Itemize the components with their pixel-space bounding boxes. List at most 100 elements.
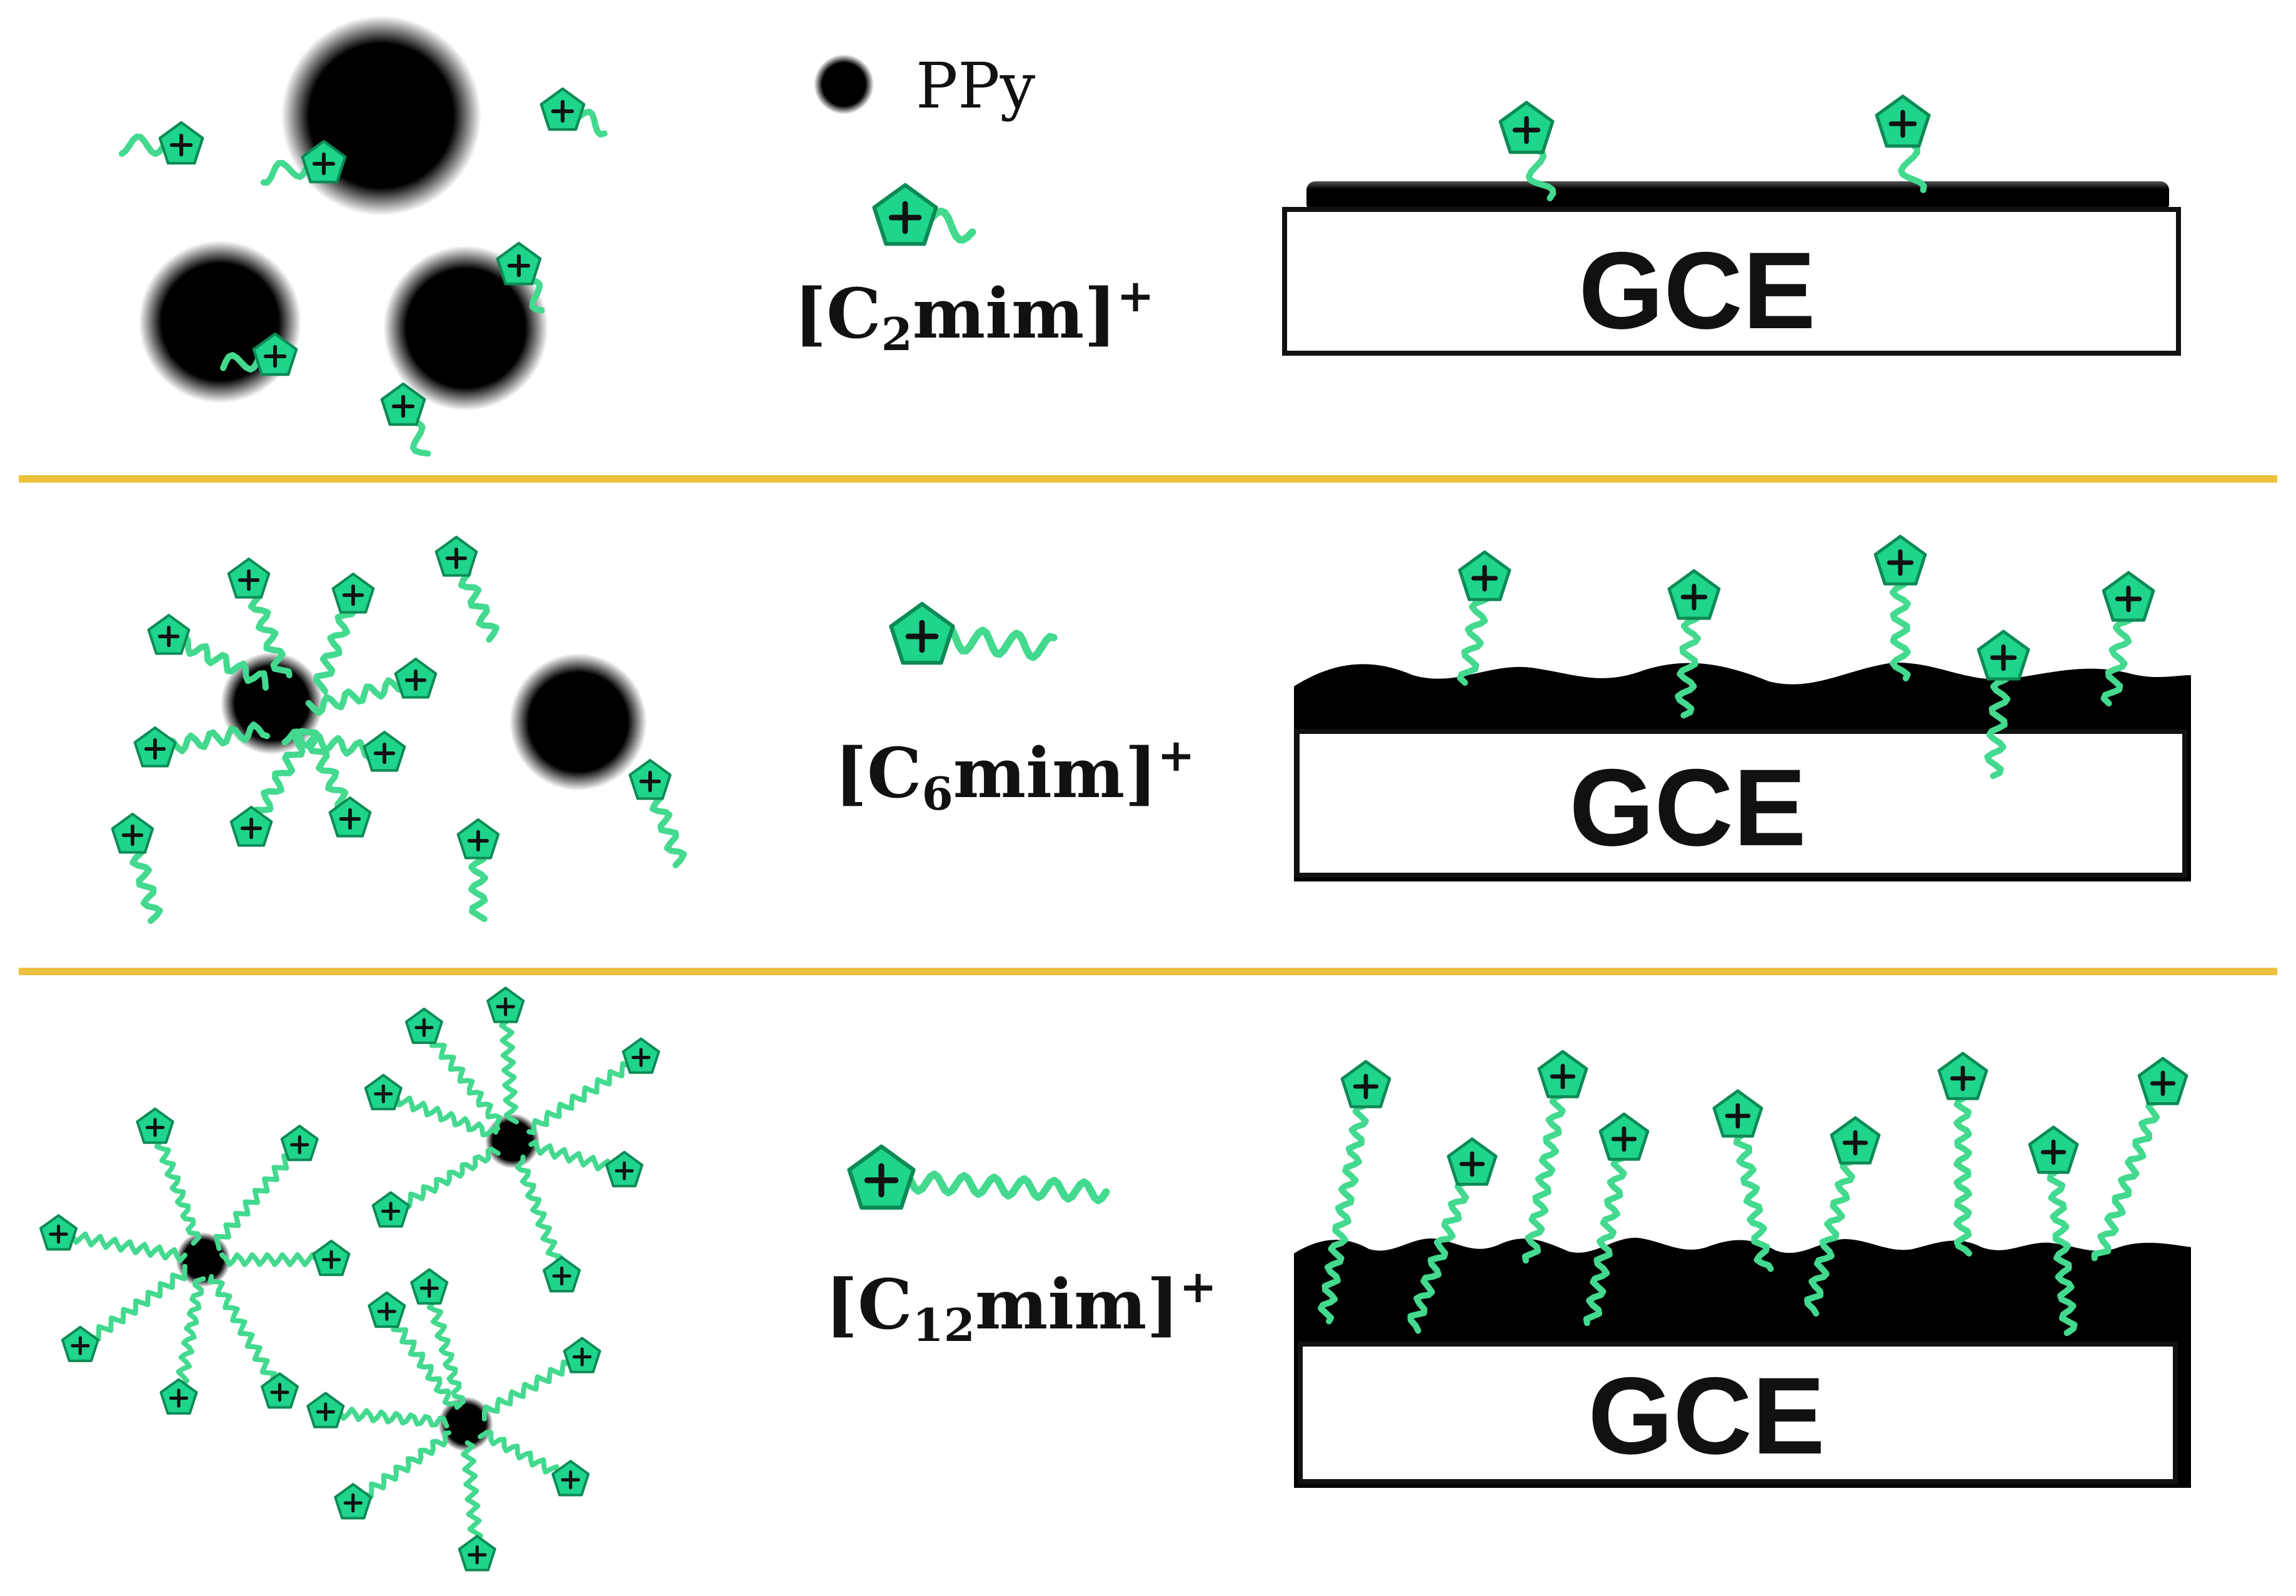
divider-top [19,475,2277,483]
alkyl-tail [173,1276,206,1401]
alkyl-tail [2091,1080,2167,1262]
cation-with-tail [1318,1060,1391,1325]
alkyl-tail [350,1430,452,1508]
c2-electrode: GCE [1282,181,2181,356]
c12-electrode: GCE [1294,1237,2191,1488]
alkyl-tail [1583,1136,1631,1327]
cation-with-tail [458,1440,496,1572]
c12-adsorbed-ions [1318,1050,2188,1337]
cation-with-tail [281,728,406,772]
alkyl-tail [149,1125,201,1246]
gce-label: GCE [1569,747,1806,869]
panel-c6mim: [C6mim]+ GCE [111,535,2191,925]
cation-with-tail [208,1274,299,1409]
gce-label: GCE [1578,230,1815,352]
cation-with-tail [1977,630,2030,780]
ppy-particle [281,16,481,216]
alkyl-tail [2045,1149,2078,1337]
alkyl-tail [514,1154,568,1279]
cation-with-tail [39,1214,188,1263]
cation-with-tail [213,1125,319,1252]
cation-with-tail [847,1144,1110,1210]
alkyl-tail [382,1308,460,1410]
cation-with-tail [380,382,431,457]
alkyl-tail [78,1263,188,1350]
c12-ions [39,986,660,1572]
cation-with-tail [456,818,500,922]
cation-with-tail [260,139,347,186]
alkyl-tail [166,633,269,691]
ppy-legend: PPy [814,49,1036,123]
alkyl-tail [1318,1083,1373,1325]
alkyl-tail [323,1405,449,1428]
c2-film [1306,181,2169,213]
alkyl-tail [1730,1113,1774,1272]
ppy-particle [383,246,548,411]
cation-with-tail [305,657,438,716]
cation-with-tail [61,1263,188,1362]
gce-box [1282,207,2181,356]
cation-with-tail [1521,1050,1588,1264]
c2-legend-ion [872,183,976,246]
cation-with-tail [1875,94,1931,193]
cation-with-tail [889,601,1058,665]
cation-with-tail [514,1154,581,1293]
cation-with-tail [219,1240,351,1277]
alkyl-tail [208,1274,285,1395]
cation-with-tail [496,241,545,314]
alkyl-tail [388,1147,501,1217]
alkyl-tail [419,1025,503,1132]
cation-with-tail [313,572,375,695]
c6-adsorbed-ions [1456,535,2155,780]
cation-with-tail [872,183,976,246]
ppy-particle [509,653,647,791]
c12-particles [176,1113,540,1452]
alkyl-tail [498,1004,519,1125]
c2-particles [139,16,548,411]
panel-dividers [19,475,2277,975]
cation-with-tail [410,1268,466,1410]
c6-electrode: GCE [1294,662,2191,881]
cation-with-tail [229,735,306,847]
alkyl-tail [1804,1140,1861,1317]
cation-with-tail [1407,1137,1498,1334]
cation-with-tail [478,1430,590,1497]
cation-with-tail [628,758,687,869]
cation-with-tail [371,1147,501,1228]
gce-label: GCE [1588,1355,1825,1477]
c2-adsorbed-ions [1498,94,1931,201]
cation-with-tail [1712,1089,1774,1272]
panel-c12mim: [C12mim]+ GCE [39,986,2191,1572]
ppy-label: PPy [916,49,1036,123]
cation-with-tail [539,87,608,138]
c2-free-ions [119,87,608,457]
cation-with-tail [2028,1125,2079,1337]
c2-legend-label: [C2mim]+ [794,269,1155,361]
cation-with-tail [526,1037,660,1135]
cation-with-tail [2100,571,2155,707]
c6-legend-ion [889,601,1058,665]
alkyl-tail [56,1228,188,1263]
cation-with-tail [1937,1051,1988,1257]
cation-with-tail [111,812,163,925]
ppy-legend-particle [814,54,874,114]
cation-with-tail [1667,569,1721,719]
alkyl-tail [526,1053,644,1135]
cation-with-tail [1583,1112,1650,1327]
cation-with-tail [404,1007,503,1132]
cation-with-tail [119,121,204,165]
cation-with-tail [434,535,499,643]
cation-with-tail [364,1073,499,1138]
alkyl-tail [1407,1161,1476,1334]
gce-box [1298,1342,2178,1484]
alkyl-tail [381,1090,499,1138]
cation-with-tail [298,728,372,838]
cation-with-tail [306,1392,449,1428]
c12-legend-label: [C12mim]+ [825,1260,1217,1352]
alkyl-tail [1521,1073,1570,1264]
alkyl-tail [481,1352,585,1422]
cation-with-tail [1804,1116,1881,1317]
cation-with-tail [486,986,525,1125]
alkyl-tail [213,1142,303,1252]
ppy-particle [139,241,301,403]
